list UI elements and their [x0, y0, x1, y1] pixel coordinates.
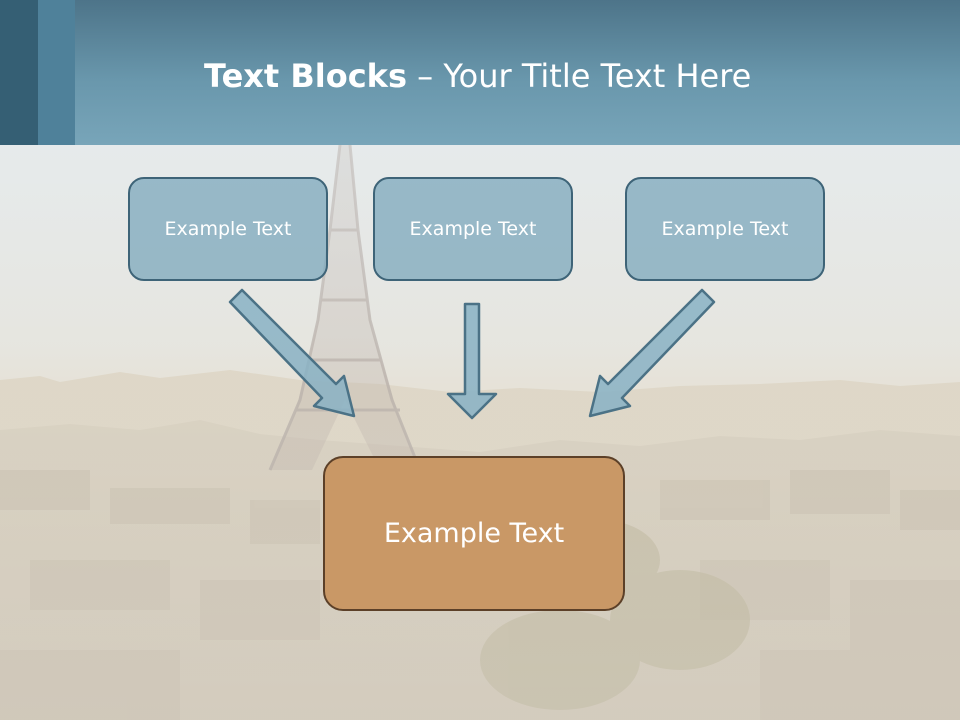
header-accent-bar-dark [0, 0, 38, 145]
text-block-1[interactable]: Example Text [128, 177, 328, 281]
slide-title-bold: Text Blocks [204, 57, 407, 95]
arrow-left-diagonal[interactable] [228, 288, 356, 418]
arrow-right-diagonal[interactable] [588, 288, 716, 418]
slide-title[interactable]: Text Blocks – Your Title Text Here [204, 54, 751, 98]
center-text-block[interactable]: Example Text [323, 456, 625, 611]
text-block-1-label: Example Text [164, 218, 292, 240]
text-block-3-label: Example Text [661, 218, 789, 240]
header-accent-bar [38, 0, 75, 145]
slide-title-rest: – Your Title Text Here [407, 57, 752, 95]
title-header: Text Blocks – Your Title Text Here [0, 0, 960, 145]
arrow-center-down[interactable] [446, 302, 498, 420]
text-block-2[interactable]: Example Text [373, 177, 573, 281]
text-block-3[interactable]: Example Text [625, 177, 825, 281]
text-block-2-label: Example Text [409, 218, 537, 240]
center-text-block-label: Example Text [383, 518, 565, 549]
